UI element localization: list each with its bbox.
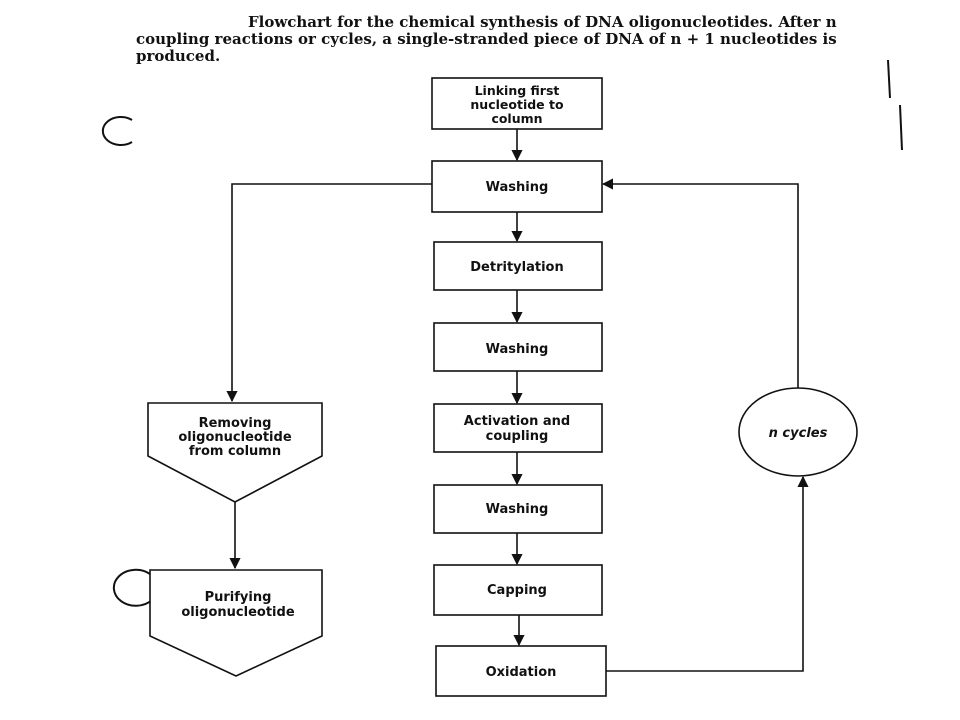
step-activation-line-1: Activation and <box>464 414 570 429</box>
n-cycles-node: n cycles <box>738 387 858 477</box>
step-capping-label: Capping <box>487 583 547 598</box>
step-linking-line-1: Linking first <box>475 83 560 98</box>
step-linking-line-2: nucleotide to <box>470 97 564 112</box>
step-removing-line-2: oligonucleotide <box>178 430 291 445</box>
figure-caption: Flowchart for the chemical synthesis of … <box>136 14 876 65</box>
step-linking-line-3: column <box>491 111 542 126</box>
n-cycles-label: n cycles <box>769 426 828 441</box>
step-removing-oligonucleotide: Removing oligonucleotide from column <box>147 402 323 503</box>
step-washing-2: Washing <box>433 322 603 372</box>
step-detritylation: Detritylation <box>433 241 603 291</box>
hole-punch-mark-top <box>101 116 133 146</box>
connectors <box>226 129 809 672</box>
step-detritylation-label: Detritylation <box>470 260 563 275</box>
step-washing-3-label: Washing <box>486 502 549 517</box>
arrow-wash1-to-removing <box>226 183 432 403</box>
step-purifying-line-2: oligonucleotide <box>181 605 294 620</box>
step-oxidation-label: Oxidation <box>486 665 557 680</box>
step-washing-1: Washing <box>431 160 603 213</box>
step-removing-line-3: from column <box>189 444 281 459</box>
step-purifying-line-1: Purifying <box>205 590 272 605</box>
caption-line-1: Flowchart for the chemical synthesis of … <box>248 13 837 31</box>
step-purifying-oligonucleotide: Purifying oligonucleotide <box>149 569 323 677</box>
step-activation-line-2: coupling <box>486 429 549 444</box>
arrow-cycles-to-wash1 <box>601 178 799 388</box>
margin-mark <box>887 59 903 151</box>
caption-line-2: coupling reactions or cycles, a single-s… <box>136 30 837 48</box>
step-activation-coupling: Activation and coupling <box>433 403 603 453</box>
hole-punch-mark-bottom <box>112 568 153 607</box>
step-oxidation: Oxidation <box>435 645 607 697</box>
step-capping: Capping <box>433 564 603 616</box>
arrow-oxidation-to-cycles <box>606 475 809 672</box>
step-washing-1-label: Washing <box>486 180 549 195</box>
step-removing-line-1: Removing <box>199 416 272 431</box>
step-linking-first-nucleotide: Linking first nucleotide to column <box>431 77 603 130</box>
step-washing-3: Washing <box>433 484 603 534</box>
step-washing-2-label: Washing <box>486 342 549 357</box>
caption-line-3: produced. <box>136 47 221 65</box>
